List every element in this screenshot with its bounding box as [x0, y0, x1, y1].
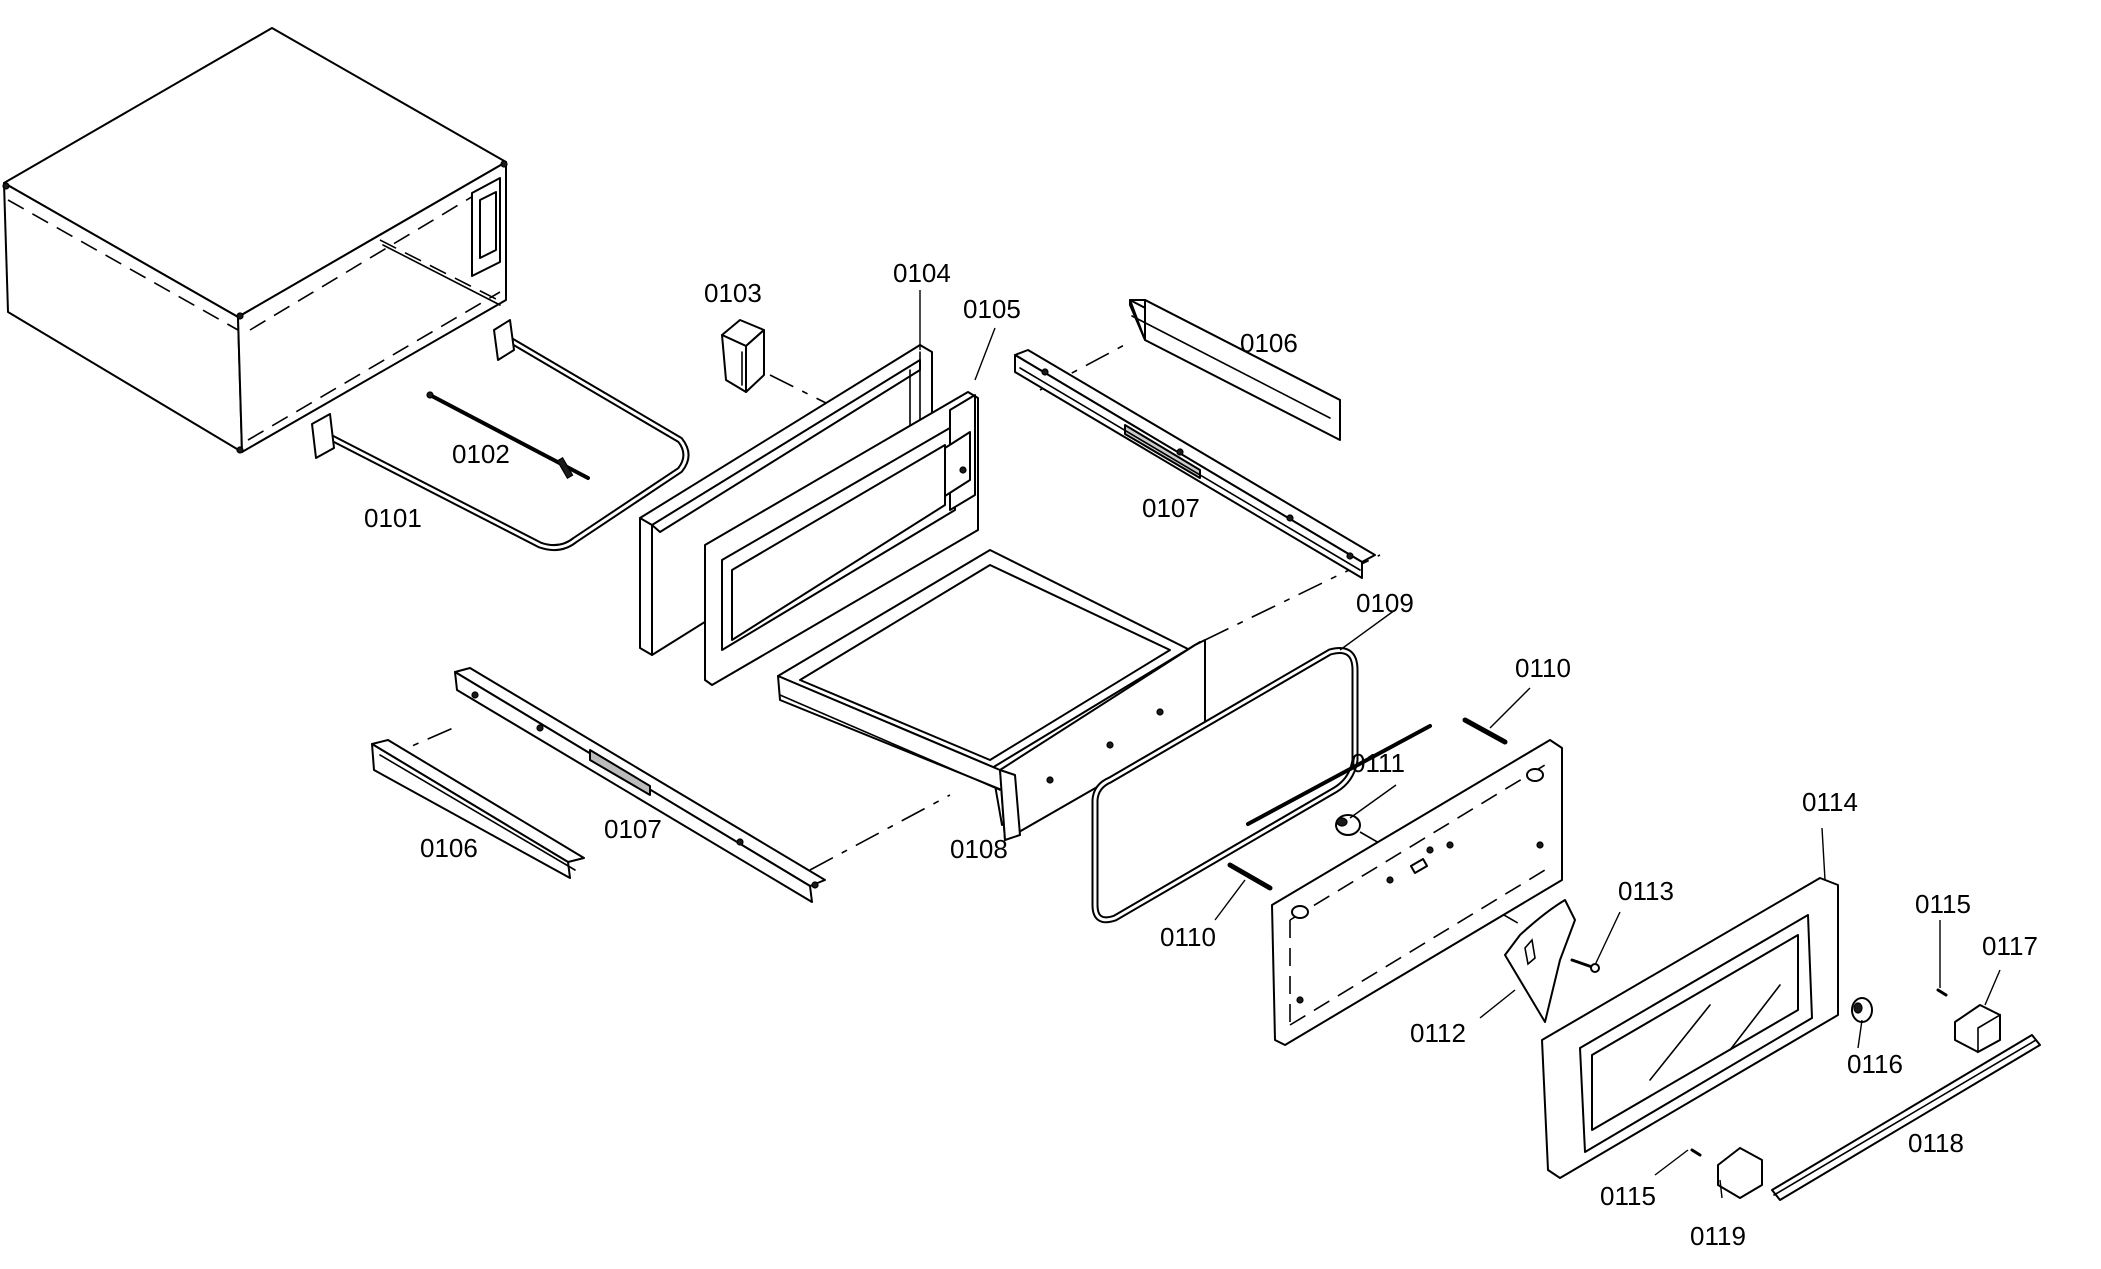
label-0119: 0119	[1690, 1221, 1746, 1251]
label-0107-upper: 0107	[1142, 493, 1200, 523]
label-0110-lower: 0110	[1160, 922, 1216, 952]
center-rod	[426, 391, 590, 480]
label-0106-lower: 0106	[420, 833, 478, 863]
slide-rail-upper	[1014, 349, 1376, 579]
u-bracket-rod	[311, 319, 690, 552]
handle-bar	[1771, 1034, 2041, 1201]
label-0117: 0117	[1982, 931, 2038, 961]
label-0118: 0118	[1908, 1128, 1964, 1158]
screw-left	[1690, 1148, 1702, 1157]
label-0102: 0102	[452, 439, 510, 469]
hinge-pin-upper	[1462, 717, 1508, 745]
label-0109: 0109	[1356, 588, 1414, 618]
label-0103: 0103	[704, 278, 762, 308]
door-gasket	[1091, 647, 1359, 924]
outer-door	[1541, 877, 1839, 1179]
slide-rail-lower	[454, 667, 826, 903]
label-0114: 0114	[1802, 787, 1858, 817]
leader-lines	[919, 290, 2001, 1199]
bushing	[1335, 814, 1361, 836]
label-0104: 0104	[893, 258, 951, 288]
label-0108: 0108	[950, 834, 1008, 864]
label-0112: 0112	[1410, 1018, 1466, 1048]
sleeve	[1851, 997, 1873, 1023]
door-inner-frame	[704, 391, 979, 686]
fan-shield	[1504, 899, 1576, 1023]
label-0115-lower: 0115	[1600, 1181, 1656, 1211]
label-0115-upper: 0115	[1915, 889, 1971, 919]
rail-bracket-upper	[1129, 299, 1341, 441]
screw	[1570, 958, 1600, 973]
label-0105: 0105	[963, 294, 1021, 324]
label-0111: 0111	[1351, 748, 1405, 778]
label-0110-upper: 0110	[1515, 653, 1571, 683]
label-0113: 0113	[1618, 876, 1674, 906]
handle-bracket-left	[1717, 1147, 1763, 1199]
hinge-pin-lower	[1227, 862, 1273, 891]
latch-clip	[721, 319, 765, 393]
label-0116: 0116	[1847, 1049, 1903, 1079]
handle-bracket-right	[1954, 1004, 2001, 1054]
label-0107-lower: 0107	[604, 814, 662, 844]
label-0101: 0101	[364, 503, 422, 533]
inner-door-panel	[1271, 739, 1563, 1046]
housing-cabinet	[2, 27, 508, 454]
label-0106-upper: 0106	[1240, 328, 1298, 358]
screw-right	[1936, 988, 1948, 997]
drawer-pan	[777, 549, 1206, 841]
rail-bracket-lower	[371, 739, 585, 879]
